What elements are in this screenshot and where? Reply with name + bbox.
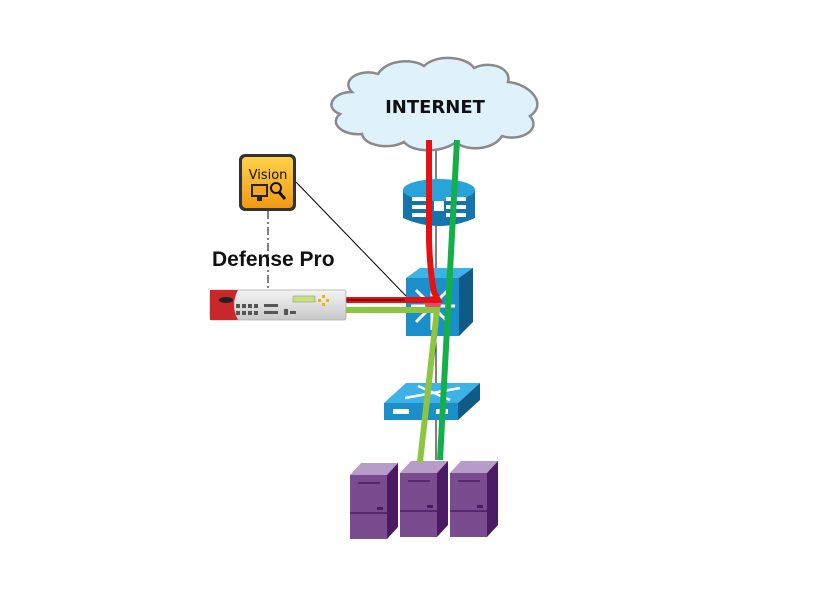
- defense-pro-appliance-icon: [209, 289, 347, 321]
- vision-console-icon: Vision: [239, 154, 296, 211]
- access-switch-icon: [384, 383, 480, 420]
- clean-traffic-light-path: [346, 307, 441, 463]
- internet-label: INTERNET: [385, 97, 486, 118]
- clean-traffic-dark-path: [437, 139, 460, 461]
- server-3-icon: [450, 461, 498, 537]
- router-icon: [403, 179, 475, 226]
- server-2-icon: [400, 461, 448, 537]
- attack-traffic-path: [346, 140, 443, 303]
- server-1-icon: [350, 463, 398, 539]
- defense-pro-label: Defense Pro: [212, 248, 335, 271]
- vision-management-link: [295, 181, 407, 297]
- vision-label: Vision: [249, 168, 288, 183]
- internet-cloud: INTERNET: [330, 56, 539, 152]
